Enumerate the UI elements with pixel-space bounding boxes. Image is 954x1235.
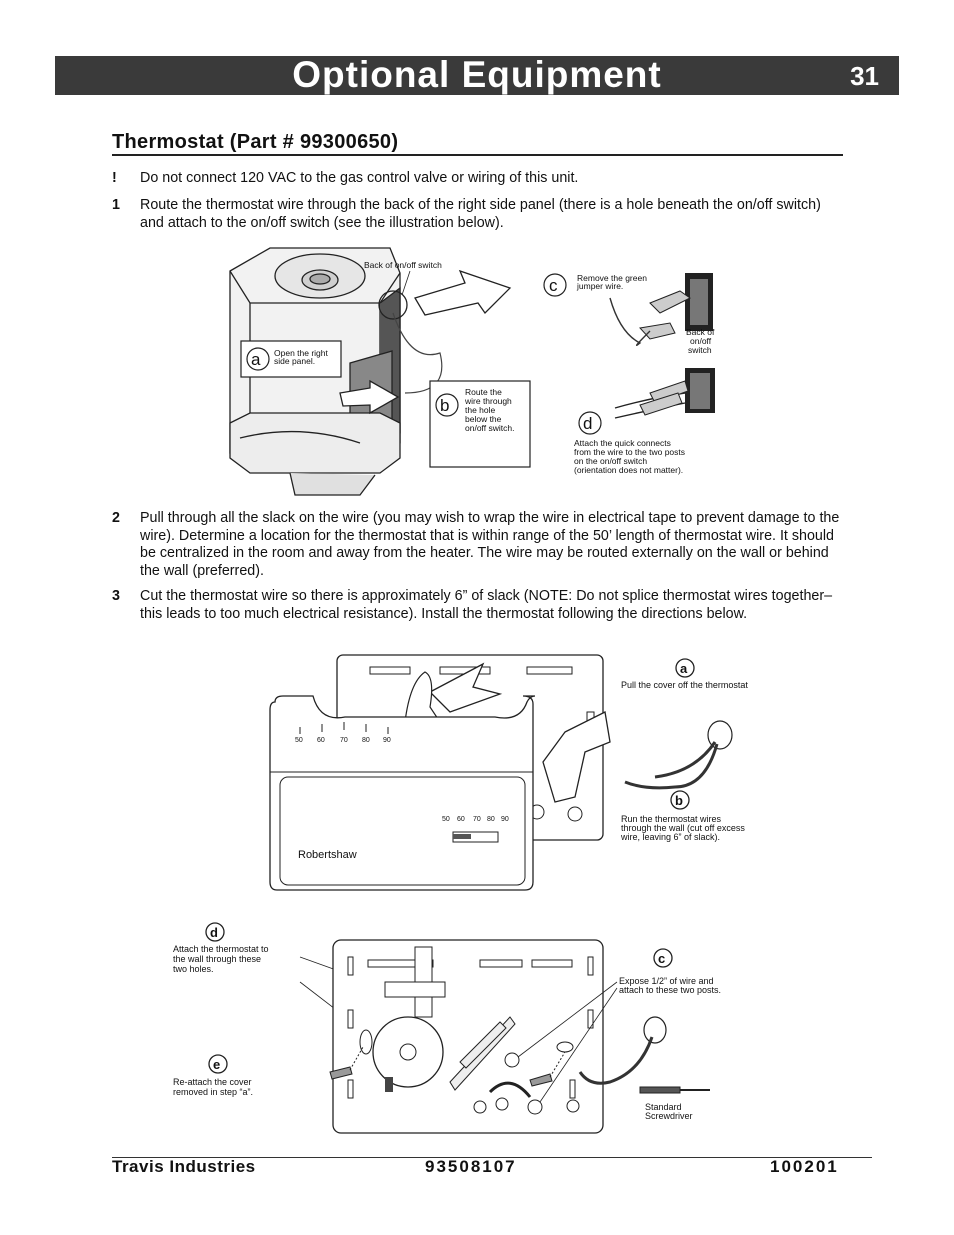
- callout-2b-line: Run the thermostat wires: [621, 814, 722, 824]
- inner-tick-label: 90: [501, 816, 509, 823]
- step-1: 1 Route the thermostat wire through the …: [112, 197, 842, 232]
- callout-d-line: (orientation does not matter).: [574, 465, 683, 475]
- callout-b-line: Route the: [465, 387, 502, 397]
- step-marker: 2: [112, 510, 120, 526]
- footer-divider: [112, 1157, 872, 1158]
- step-letter-c: c: [549, 276, 558, 295]
- dial-tick-label: 70: [340, 737, 348, 744]
- section-heading: Thermostat (Part # 99300650): [112, 131, 399, 153]
- callout-2a-text: Pull the cover off the thermostat: [621, 680, 748, 690]
- callout-c-side-line: switch: [688, 345, 712, 355]
- dial-scale: [299, 722, 389, 734]
- callout-c-line: jumper wire.: [576, 281, 623, 291]
- callout-b-line: on/off switch.: [465, 423, 514, 433]
- footer-part-number: 93508107: [425, 1157, 517, 1176]
- tool-label-line: Standard: [645, 1102, 682, 1112]
- step-letter-c: c: [658, 951, 665, 966]
- step-letter-a: a: [680, 661, 688, 676]
- callout-d-line: from the wire to the two posts: [574, 447, 685, 457]
- footer-company: Travis Industries: [112, 1157, 256, 1176]
- step-text: Route the thermostat wire through the ba…: [140, 197, 821, 231]
- step-letter-b: b: [675, 793, 683, 808]
- dial-tick-label: 80: [362, 737, 370, 744]
- inner-tick-label: 50: [442, 816, 450, 823]
- thermostat-cover-illustration: 50 60 70 80 90 50 60 70 80 90 Robertshaw…: [265, 652, 795, 894]
- callout-b-line: below the: [465, 414, 502, 424]
- step-letter-a: a: [251, 350, 261, 369]
- brand-name: Robertshaw: [298, 849, 357, 861]
- step-2: 2 Pull through all the slack on the wire…: [112, 510, 842, 580]
- step-text: Do not connect 120 VAC to the gas contro…: [140, 170, 579, 186]
- step-text: Pull through all the slack on the wire (…: [140, 510, 840, 579]
- callout-3e-line: removed in step “a”.: [173, 1087, 253, 1097]
- dial-tick-label: 50: [295, 737, 303, 744]
- header-bar: Optional Equipment 31: [55, 54, 899, 95]
- step-3: 3 Cut the thermostat wire so there is ap…: [112, 588, 842, 623]
- callout-c-line: Remove the green: [577, 273, 647, 283]
- step-marker: !: [112, 170, 117, 186]
- callout-c-side-line: Back of: [686, 327, 715, 337]
- thermostat-mounting-illustration: d Attach the thermostat to the wall thro…: [170, 922, 745, 1137]
- callout-2b-line: wire, leaving 6” of slack).: [620, 832, 720, 842]
- callout-b-line: wire through: [464, 396, 512, 406]
- dial-tick-label: 60: [317, 737, 325, 744]
- tool-label-line: Screwdriver: [645, 1111, 693, 1121]
- callout-3d-line: Attach the thermostat to: [173, 944, 269, 954]
- page-number: 31: [850, 61, 879, 91]
- callout-c-side-line: on/off: [690, 336, 712, 346]
- step-letter-e: e: [213, 1057, 220, 1072]
- step-letter-b: b: [440, 396, 449, 415]
- callout-a-line: Open the right: [274, 348, 329, 358]
- callout-b-line: the hole: [465, 405, 496, 415]
- step-letter-d: d: [210, 925, 218, 940]
- callout-3d-line: two holes.: [173, 964, 214, 974]
- section-divider: [112, 154, 843, 156]
- callout-d-line: on the on/off switch: [574, 456, 647, 466]
- step-text: Cut the thermostat wire so there is appr…: [140, 588, 833, 622]
- step-marker: 1: [112, 197, 120, 213]
- warning-step: ! Do not connect 120 VAC to the gas cont…: [112, 170, 842, 188]
- callout-switch-label: Back of on/off switch: [364, 260, 442, 270]
- inner-tick-label: 70: [473, 816, 481, 823]
- step-letter-d: d: [583, 414, 592, 433]
- callout-3c-line: attach to these two posts.: [619, 985, 721, 995]
- page-title: Optional Equipment: [292, 54, 662, 95]
- callout-3e-line: Re-attach the cover: [173, 1077, 252, 1087]
- inner-tick-label: 80: [487, 816, 495, 823]
- stove-wiring-illustration: Back of on/off switch a Open the right s…: [210, 243, 730, 498]
- callout-a-line: side panel.: [274, 356, 315, 366]
- callout-3c-line: Expose 1/2” of wire and: [619, 976, 714, 986]
- step-marker: 3: [112, 588, 120, 604]
- dial-tick-label: 90: [383, 737, 391, 744]
- callout-2b-line: through the wall (cut off excess: [621, 823, 745, 833]
- footer-date-code: 100201: [770, 1157, 839, 1176]
- callout-d-line: Attach the quick connects: [574, 438, 671, 448]
- callout-3d-line: the wall through these: [173, 954, 261, 964]
- inner-tick-label: 60: [457, 816, 465, 823]
